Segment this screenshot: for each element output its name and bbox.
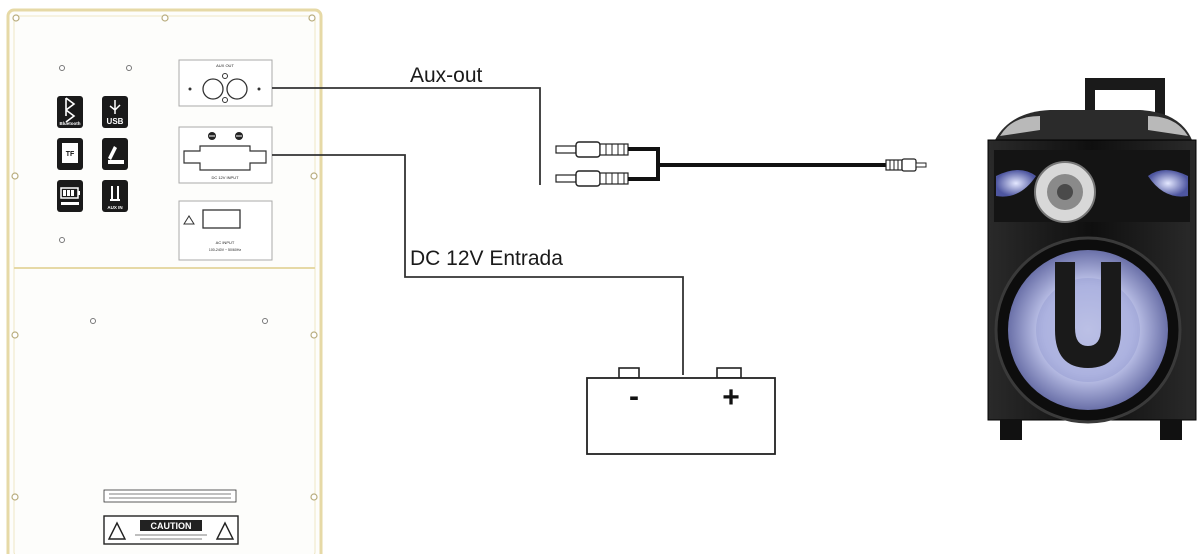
warning-plate <box>103 489 237 503</box>
dc-input-label: DC 12V Entrada <box>410 247 563 270</box>
microphone-icon <box>102 138 128 170</box>
rca-plug-bottom <box>555 170 629 187</box>
panel-holes <box>59 65 268 324</box>
ac-input-jack: AC INPUT 100-240V ~ 50/60Hz <box>178 200 273 261</box>
rca-cable <box>555 141 927 187</box>
aux-out-wire <box>272 87 541 185</box>
battery-plus-label: + <box>722 381 740 414</box>
party-speaker <box>987 78 1197 440</box>
battery-minus-label: - <box>629 380 639 413</box>
battery-icon <box>57 180 83 212</box>
panel-screws <box>11 14 318 501</box>
aux-out-jack-label: AUX OUT <box>216 63 234 68</box>
dc-input-jack: DC 12V INPUT <box>178 126 273 184</box>
usb-label: USB <box>107 117 124 126</box>
usb-icon: USB <box>102 96 128 128</box>
tf-card-icon: TF <box>57 138 83 170</box>
woofer-logo <box>1055 262 1121 368</box>
caution-label: CAUTION <box>151 521 192 531</box>
aux-out-label: Aux-out <box>410 64 483 87</box>
aux-in-icon: AUX IN <box>102 180 128 212</box>
bluetooth-label: Bluetooth <box>60 121 81 126</box>
trolley-handle <box>1085 78 1165 130</box>
ac-jack-sub: 100-240V ~ 50/60Hz <box>209 248 241 252</box>
dc-jack-label: DC 12V INPUT <box>211 175 239 180</box>
mini-jack-plug <box>885 158 927 172</box>
rca-cable-wire <box>628 147 890 181</box>
aux-out-jack: AUX OUT <box>178 59 273 107</box>
rca-plug-top <box>555 141 629 158</box>
bluetooth-icon: Bluetooth <box>57 96 83 128</box>
wires <box>272 87 684 375</box>
battery: - + <box>586 367 776 455</box>
dc-input-wire <box>272 154 684 375</box>
ac-jack-label: AC INPUT <box>216 240 235 245</box>
caution-plate: CAUTION <box>103 515 239 545</box>
tf-label: TF <box>66 151 75 158</box>
rear-panel: Bluetooth USB TF AUX IN <box>6 8 323 554</box>
aux-in-label: AUX IN <box>107 205 122 210</box>
